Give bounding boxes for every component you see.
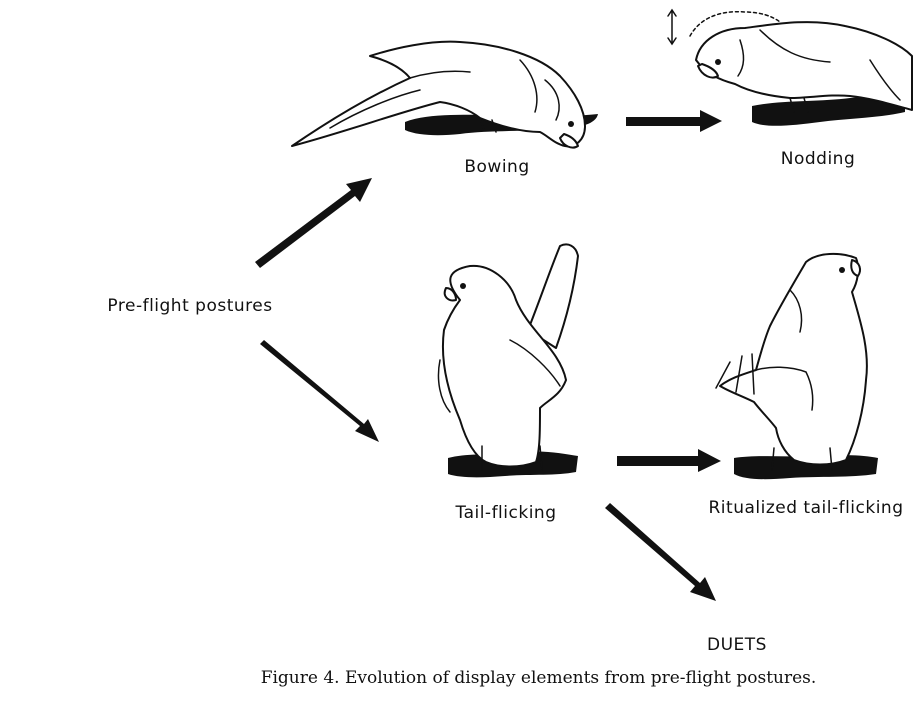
label-bowing: Bowing [464, 157, 529, 177]
arrow-to-tail-flicking [260, 340, 379, 442]
label-tail-flicking: Tail-flicking [455, 503, 557, 523]
arrow-to-bowing [255, 178, 372, 268]
label-nodding: Nodding [781, 149, 856, 169]
bowing-parrot-illustration [291, 40, 598, 149]
arrow-bowing-to-nodding [626, 110, 722, 132]
arrow-tail-flicking-to-duets [605, 503, 716, 601]
ritualized-tail-flicking-parrot-illustration [715, 252, 878, 480]
arrow-tail-flicking-to-ritualized [617, 449, 721, 472]
label-pre-flight-postures: Pre-flight postures [107, 296, 272, 316]
figure-caption: Figure 4. Evolution of display elements … [260, 668, 817, 688]
label-ritualized-tail-flicking: Ritualized tail-flicking [709, 498, 904, 518]
nodding-parrot-illustration [667, 8, 913, 126]
label-duets: DUETS [707, 635, 767, 655]
tail-flicking-parrot-illustration [437, 243, 579, 478]
